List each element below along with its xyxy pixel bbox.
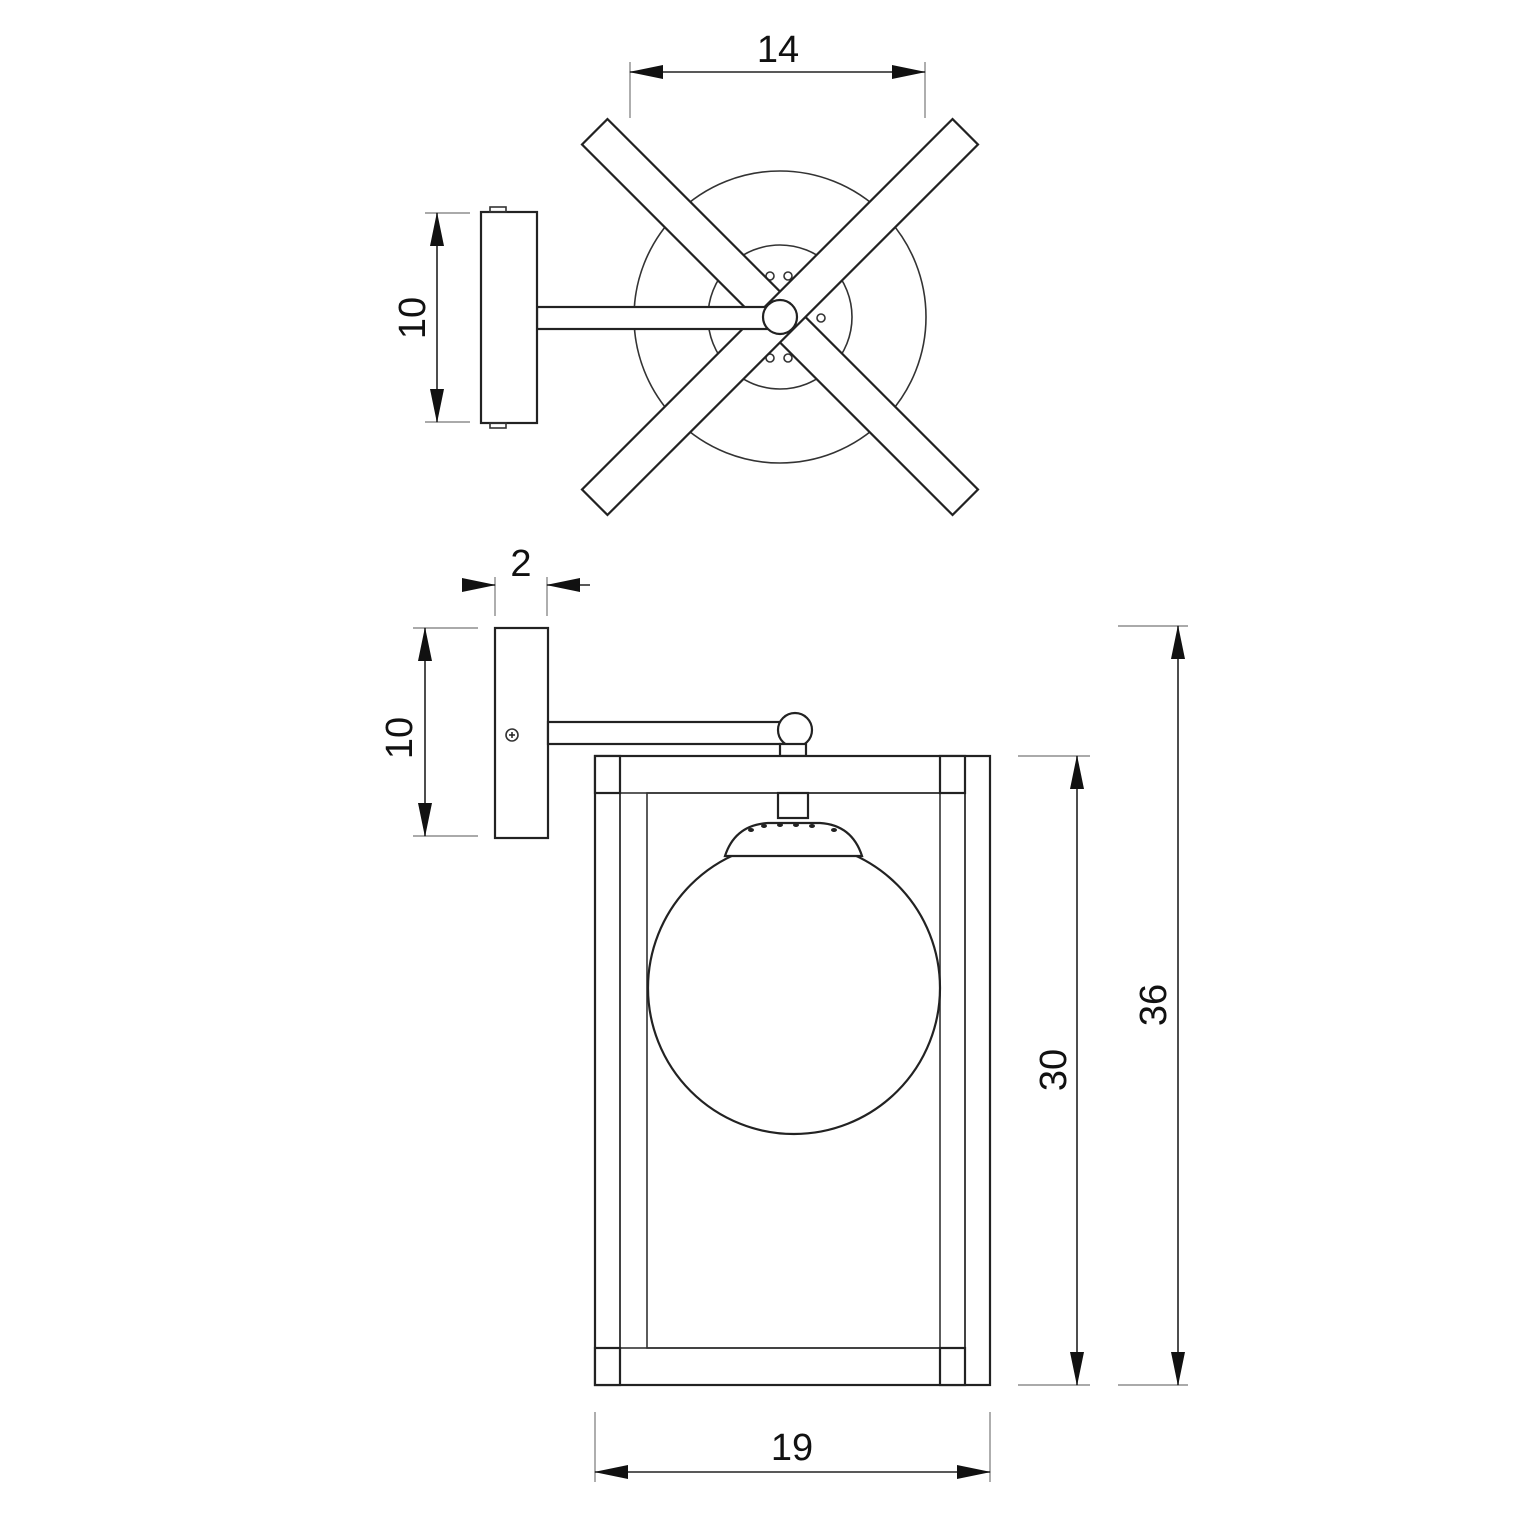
plate-nub xyxy=(489,206,507,213)
joint-neck xyxy=(778,742,808,758)
dimension-label-2: 2 xyxy=(510,543,531,585)
glass-globe xyxy=(646,840,942,1136)
dimension-label-19: 19 xyxy=(771,1427,813,1469)
arm-side xyxy=(546,720,786,746)
plate-nub xyxy=(489,422,507,429)
globe-canopy xyxy=(723,821,864,858)
arm-ball-joint xyxy=(776,711,814,749)
wall-plate-side xyxy=(493,626,550,840)
wall-plate-top xyxy=(479,210,539,425)
top-view: 14 10 xyxy=(392,29,980,517)
dimension-label-10-top: 10 xyxy=(392,297,434,339)
canopy-vent-holes xyxy=(748,823,837,832)
arm-joint xyxy=(761,298,799,336)
dimension-label-36: 36 xyxy=(1133,984,1175,1026)
dimension-label-30: 30 xyxy=(1033,1049,1075,1091)
socket xyxy=(776,791,810,820)
arm xyxy=(535,305,775,331)
side-view: 2 10 30 xyxy=(379,543,1188,1482)
dimension-label-10-side: 10 xyxy=(379,717,421,759)
screw-icon xyxy=(505,728,519,742)
dimension-label-14: 14 xyxy=(757,29,799,71)
